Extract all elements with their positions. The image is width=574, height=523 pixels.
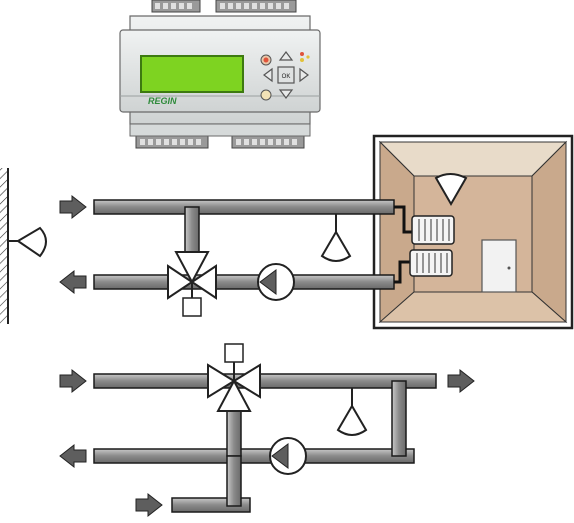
top-terminal-block — [151, 0, 297, 13]
three-way-valve-icon[interactable] — [167, 251, 217, 300]
flow-in-arrow-icon — [135, 492, 163, 518]
ok-button[interactable] — [277, 66, 295, 84]
upper-supply-pipe — [93, 199, 395, 215]
radiator-icon — [411, 215, 455, 245]
outside-wall — [0, 168, 9, 324]
controller-unit: REGIN OK — [119, 0, 321, 149]
lower-supply-pipe — [93, 373, 437, 389]
flow-out-arrow-icon — [59, 269, 87, 295]
valve-actuator-icon[interactable] — [224, 343, 244, 363]
down-arrow-button[interactable] — [278, 89, 294, 99]
flow-in-arrow-icon — [59, 194, 87, 220]
alarm-led-icon — [263, 57, 269, 63]
controller-display — [140, 55, 244, 93]
lower-bypass-pipe — [391, 380, 407, 457]
supply-temperature-sensor-icon — [336, 388, 368, 436]
flow-in-arrow-icon — [59, 368, 87, 394]
radiator-icon — [409, 249, 453, 277]
circulation-pump-icon[interactable] — [257, 263, 295, 301]
up-arrow-button[interactable] — [278, 51, 294, 61]
three-way-valve-icon[interactable] — [207, 362, 261, 412]
circulation-pump-icon[interactable] — [269, 437, 307, 475]
bottom-terminal-block — [129, 123, 311, 149]
radiator-connection-pipes — [394, 205, 414, 284]
flow-out-arrow-icon — [447, 368, 475, 394]
ok-button-label: OK — [282, 74, 291, 80]
status-led-yellow-icon — [300, 58, 304, 62]
status-led-green-icon — [306, 55, 310, 59]
door-icon — [481, 239, 517, 293]
status-led-red-icon — [300, 52, 304, 56]
room-temperature-sensor-icon — [434, 173, 468, 207]
lower-return-pipe — [93, 448, 415, 464]
cancel-button[interactable] — [260, 89, 272, 101]
upper-return-pipe — [93, 274, 395, 290]
lower-inlet-riser-pipe — [226, 455, 242, 507]
right-arrow-button[interactable] — [299, 67, 309, 83]
left-arrow-button[interactable] — [263, 67, 273, 83]
supply-temperature-sensor-icon — [320, 214, 352, 262]
flow-out-arrow-icon — [59, 443, 87, 469]
controller-brand-logo: REGIN — [148, 96, 177, 106]
valve-actuator-icon[interactable] — [182, 297, 202, 317]
outdoor-temperature-sensor-icon — [8, 226, 47, 258]
